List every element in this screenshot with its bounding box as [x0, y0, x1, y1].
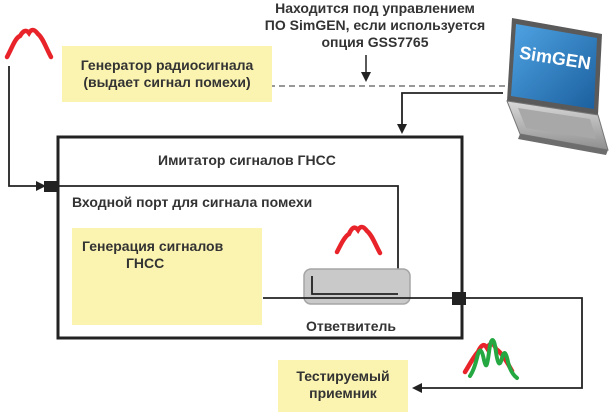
gnss-generation-line2: ГНСС — [126, 255, 165, 271]
coupler-label: Ответвитель — [306, 318, 396, 334]
interference-port-label: Входной порт для сигнала помехи — [72, 194, 313, 210]
interference-spectrum-icon — [4, 27, 54, 60]
coupler-block — [303, 268, 411, 305]
control-note-line3: опция GSS7765 — [321, 34, 429, 50]
internal-interference-wire — [58, 185, 399, 283]
receiver-box: Тестируемый приемник — [278, 360, 408, 412]
laptop-icon — [506, 18, 609, 155]
control-note-line2: ПО SimGEN, если используется — [264, 17, 486, 33]
output-to-receiver-wire — [412, 297, 583, 393]
gnss-generation-box: Генерация сигналов ГНСС — [72, 228, 262, 325]
combined-gnss-spectrum-icon — [468, 338, 519, 380]
receiver-line1: Тестируемый — [296, 368, 390, 384]
rf-generator-line1: Генератор радиосигнала — [80, 57, 254, 73]
laptop-to-simulator-wire — [397, 92, 503, 134]
combined-interference-spectrum-icon — [462, 341, 515, 375]
simulator-title: Имитатор сигналов ГНСС — [158, 152, 336, 168]
rf-feed-wire — [8, 66, 46, 191]
gnss-generation-line1: Генерация сигналов — [82, 238, 224, 254]
rf-output-connector — [452, 292, 466, 305]
internal-interference-spectrum-icon — [334, 224, 383, 256]
receiver-line2: приемник — [309, 385, 377, 401]
rf-generator-box: Генератор радиосигнала (выдает сигнал по… — [62, 46, 272, 102]
control-note: Находится под управлением ПО SimGEN, есл… — [230, 0, 520, 51]
interference-input-connector — [44, 181, 58, 192]
simulator-box — [56, 135, 464, 340]
coupler-inner-wire — [311, 276, 398, 295]
control-note-line1: Находится под управлением — [275, 0, 475, 16]
rf-generator-line2: (выдает сигнал помехи) — [83, 74, 251, 90]
